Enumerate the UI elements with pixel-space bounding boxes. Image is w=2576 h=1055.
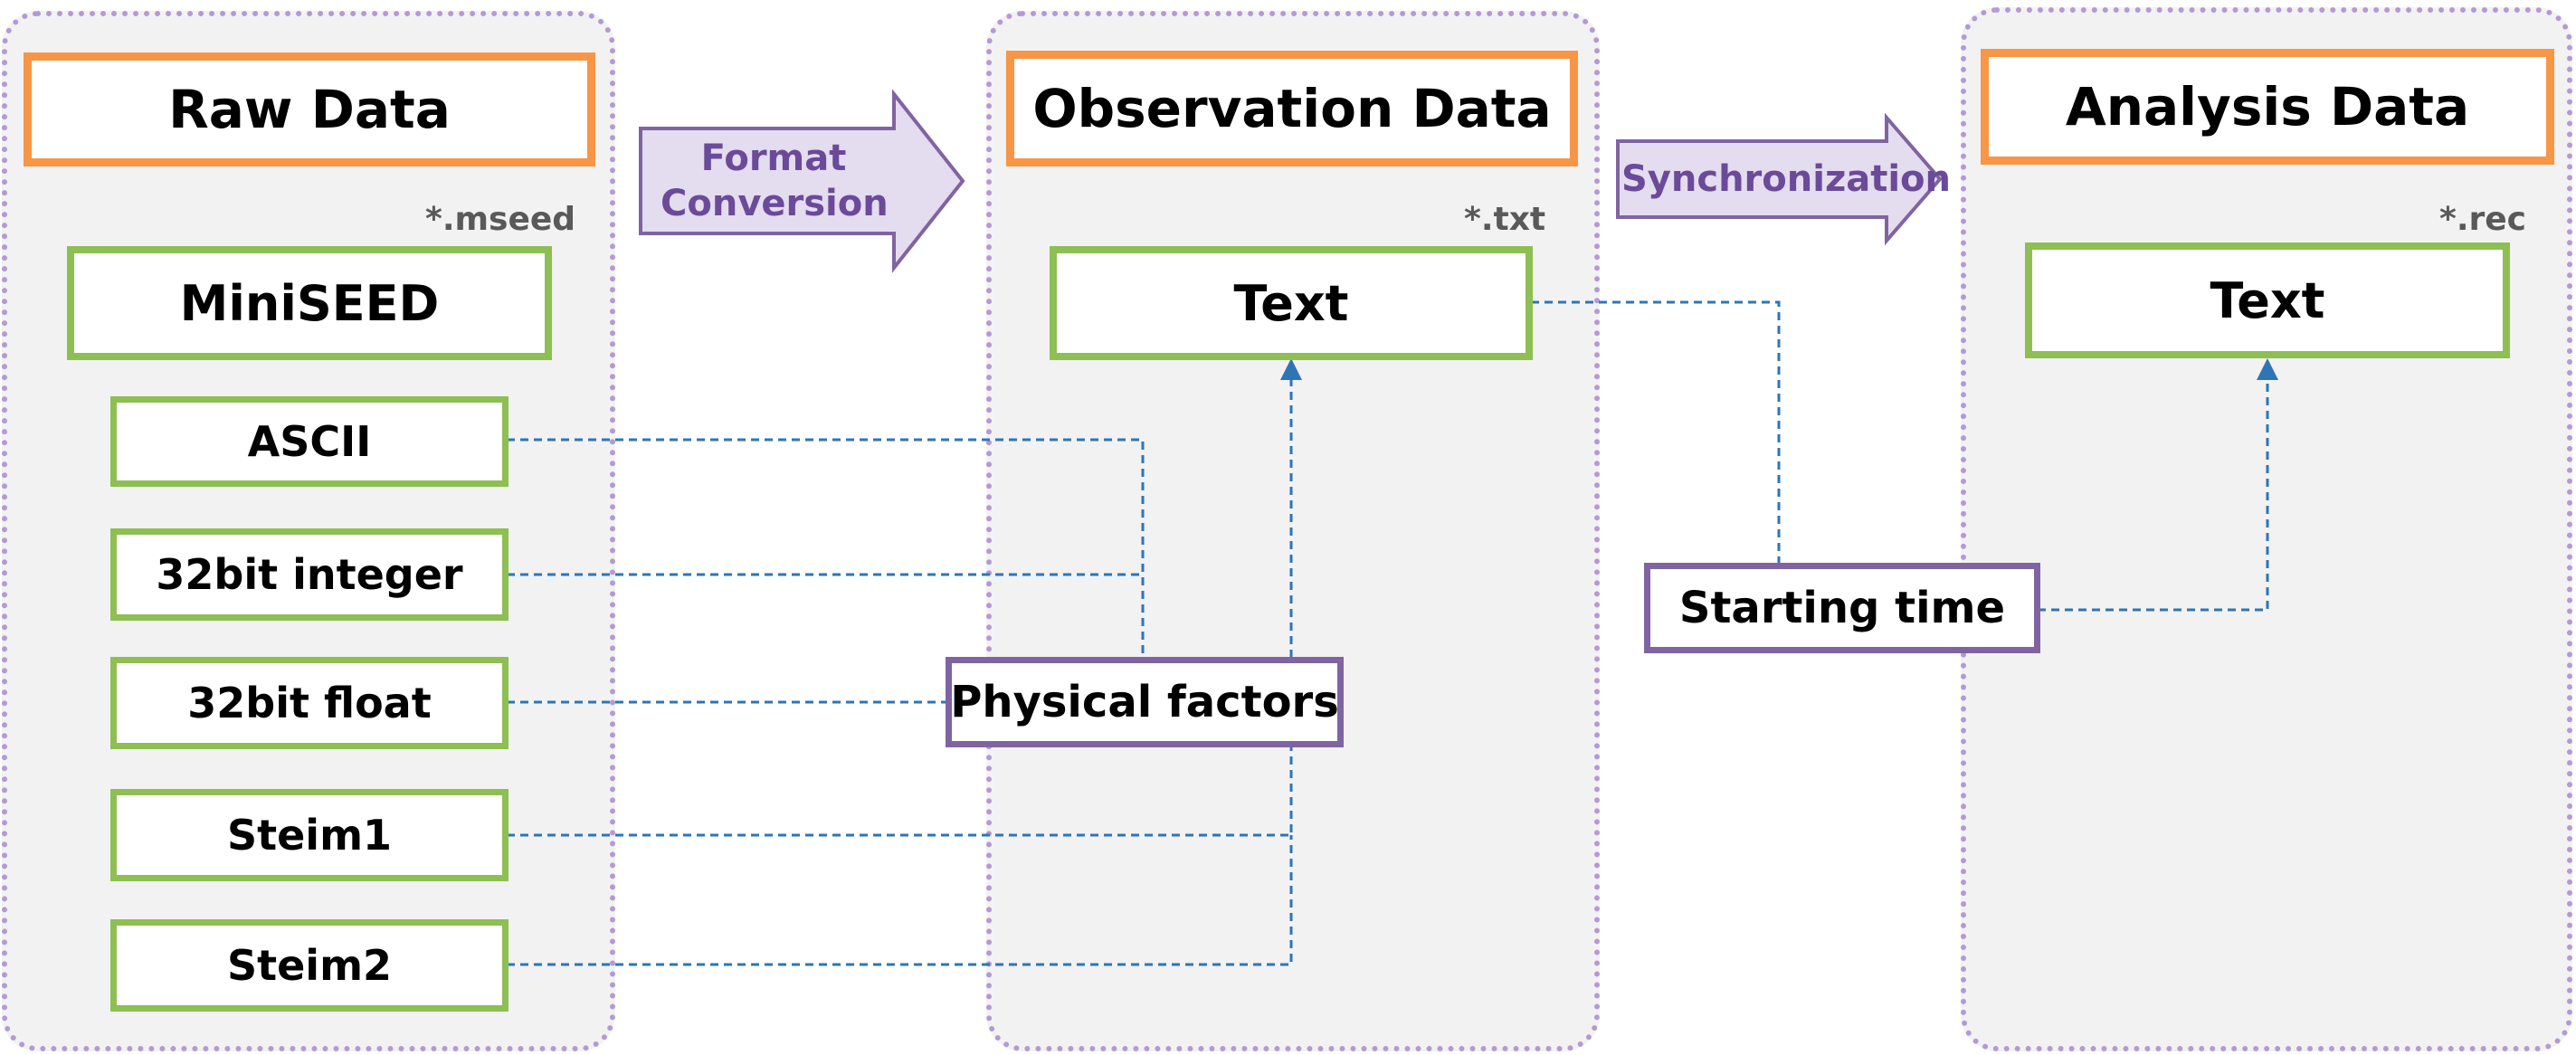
format-conversion-label: Format Conversion xyxy=(661,136,889,226)
connector-steim2 xyxy=(507,835,1293,966)
analysis-text-box: Text xyxy=(2025,242,2510,358)
observation-data-extension: *.txt xyxy=(1464,201,1546,238)
raw-data-extension: *.mseed xyxy=(425,201,576,238)
encoding-ascii-box: ASCII xyxy=(110,396,509,487)
connector-ascii xyxy=(507,438,1145,658)
arrowhead-analysis-text xyxy=(2257,358,2278,380)
encoding-steim1-box: Steim1 xyxy=(110,789,509,881)
format-conversion-line1: Format xyxy=(700,138,847,179)
observation-text-box: Text xyxy=(1050,246,1533,360)
format-conversion-line2: Conversion xyxy=(661,183,889,224)
connector-steim1 xyxy=(507,747,1293,837)
observation-data-panel xyxy=(986,11,1600,1051)
encoding-32bit-float-box: 32bit float xyxy=(110,657,509,749)
synchronization-arrow xyxy=(1616,112,1943,246)
arrowhead-observation-text xyxy=(1280,358,1302,380)
connector-starting-time-to-text xyxy=(2038,371,2269,612)
analysis-data-extension: *.rec xyxy=(2439,201,2527,238)
synchronization-label: Synchronization xyxy=(1621,158,1952,200)
raw-data-title: Raw Data xyxy=(24,52,595,166)
observation-data-title: Observation Data xyxy=(1006,51,1578,166)
format-conversion-arrow xyxy=(639,89,965,273)
encoding-32bit-integer-box: 32bit integer xyxy=(110,528,509,621)
connector-text-to-starting-time xyxy=(1531,300,1781,565)
encoding-steim2-box: Steim2 xyxy=(110,919,509,1012)
physical-factors-box: Physical factors xyxy=(946,657,1344,747)
analysis-data-title: Analysis Data xyxy=(1981,49,2554,165)
starting-time-box: Starting time xyxy=(1644,563,2040,653)
analysis-data-panel xyxy=(1961,7,2572,1051)
miniseed-format-box: MiniSEED xyxy=(67,246,552,360)
